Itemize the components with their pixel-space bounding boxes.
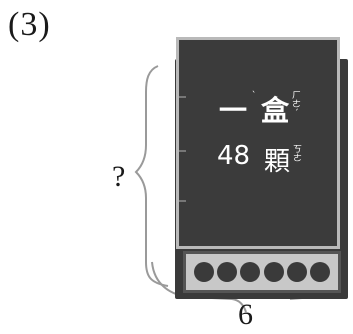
box-lid: 一 ˋ 盒 ㄏㄜˊ 48 顆 ㄎㄜ (176, 37, 340, 249)
candy-ball (263, 262, 284, 282)
candy-box: 一 ˋ 盒 ㄏㄜˊ 48 顆 ㄎㄜ (171, 37, 348, 299)
box-char-zhuyin: ㄏㄜˊ (292, 91, 302, 119)
problem-number: (3) (8, 6, 51, 43)
candy-ball (286, 262, 307, 282)
lid-tick (179, 150, 186, 152)
lid-tick (179, 200, 186, 202)
lid-text-prefix: 一 (219, 94, 248, 127)
lid-text-count: 48 (217, 141, 251, 171)
ball-tray (183, 251, 341, 293)
prefix-zhuyin: ˋ (251, 91, 257, 101)
lid-text-unit-char: 顆 (264, 147, 291, 177)
candy-ball (310, 262, 331, 282)
lid-text-box-char: 盒 (261, 94, 290, 127)
lid-tick (179, 96, 186, 98)
unknown-height-label: ? (112, 160, 126, 193)
candy-ball (216, 262, 237, 282)
candy-ball (240, 262, 261, 282)
left-height-brace (134, 65, 169, 287)
unit-char-zhuyin: ㄎㄜ (293, 145, 303, 164)
bottom-length-label: 6 (238, 298, 253, 331)
candy-ball (193, 262, 214, 282)
